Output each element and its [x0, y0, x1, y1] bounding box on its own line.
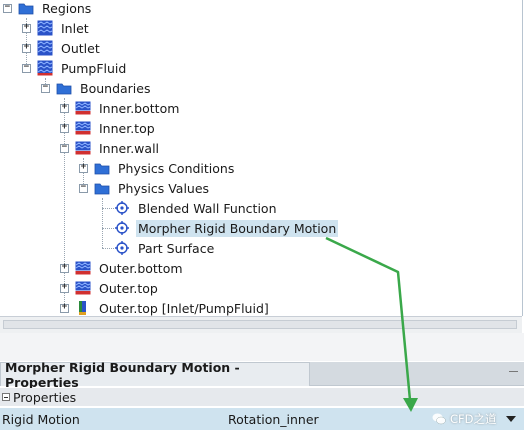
tree-node-morpher-rigid-boundary-motion[interactable]: Morpher Rigid Boundary Motion — [114, 218, 339, 238]
tree-node-outlet[interactable]: + Outlet — [22, 38, 102, 58]
expand-toggle[interactable]: + — [60, 122, 69, 133]
properties-header-bar — [310, 362, 524, 386]
tree-node-outer-top[interactable]: + Outer.top — [60, 278, 160, 298]
tree-label: Outer.top — [99, 280, 158, 296]
tree-node-inlet[interactable]: + Inlet — [22, 18, 91, 38]
tree-label: Outer.bottom — [99, 260, 183, 276]
tree-label: Part Surface — [138, 240, 215, 256]
expand-toggle[interactable]: + — [22, 42, 31, 53]
tree-label: Physics Conditions — [118, 160, 235, 176]
dropdown-arrow-icon[interactable] — [506, 416, 516, 422]
physics-value-icon — [115, 221, 129, 235]
property-value[interactable]: Rotation_inner — [228, 411, 319, 427]
physics-value-icon — [115, 201, 129, 215]
tree-label: Morpher Rigid Boundary Motion — [136, 219, 339, 237]
folder-icon — [94, 183, 110, 194]
tree-connector — [102, 248, 114, 249]
boundary-icon — [75, 261, 91, 275]
tree-label: PumpFluid — [61, 60, 127, 76]
simulation-tree: − Regions + Inlet + Outlet − PumpFluid −… — [3, 0, 523, 316]
property-row-rigid-motion[interactable]: Rigid Motion Rotation_inner — [0, 408, 524, 430]
tree-label: Inner.bottom — [99, 100, 180, 116]
tree-label: Blended Wall Function — [138, 200, 277, 216]
physics-value-icon — [115, 241, 129, 255]
interface-icon — [79, 301, 86, 315]
tree-node-blended-wall-function[interactable]: Blended Wall Function — [114, 198, 279, 218]
folder-icon — [18, 3, 34, 14]
tree-label: Inner.wall — [99, 140, 160, 156]
region-icon — [37, 20, 53, 36]
tree-label: Physics Values — [118, 180, 210, 196]
boundary-icon — [75, 121, 91, 135]
tree-node-boundaries[interactable]: − Boundaries — [41, 78, 152, 98]
tree-label: Regions — [42, 0, 92, 16]
boundary-icon — [75, 281, 91, 295]
collapse-toggle[interactable]: − — [41, 82, 50, 93]
folder-icon — [94, 163, 110, 174]
property-key: Rigid Motion — [2, 411, 80, 427]
tree-label: Inner.top — [99, 120, 155, 136]
tree-connector — [102, 228, 114, 229]
watermark-text: CFD之道 — [450, 412, 497, 426]
tree-node-regions[interactable]: − Regions — [3, 0, 93, 18]
watermark: CFD之道 — [432, 408, 497, 430]
collapse-icon[interactable] — [2, 393, 10, 401]
scrollbar-thumb[interactable] — [3, 320, 517, 329]
tree-node-outer-top-interface[interactable]: + Outer.top [Inlet/PumpFluid] — [60, 298, 271, 316]
tree-connector — [102, 208, 114, 209]
region-icon — [37, 60, 53, 76]
tree-node-inner-wall[interactable]: − Inner.wall — [60, 138, 161, 158]
boundary-icon — [75, 141, 91, 155]
wechat-icon — [432, 413, 446, 425]
tree-label: Outlet — [61, 40, 100, 56]
category-label: Properties — [13, 389, 77, 405]
tree-node-inner-bottom[interactable]: + Inner.bottom — [60, 98, 181, 118]
expand-toggle[interactable]: + — [60, 262, 69, 273]
tree-node-physics-conditions[interactable]: + Physics Conditions — [79, 158, 236, 178]
panel-separator — [0, 333, 524, 361]
tree-node-physics-values[interactable]: − Physics Values — [79, 178, 211, 198]
expand-toggle[interactable]: + — [79, 162, 88, 173]
tree-label: Outer.top [Inlet/PumpFluid] — [99, 300, 269, 316]
expand-toggle[interactable]: + — [60, 102, 69, 113]
properties-category[interactable]: Properties — [0, 388, 524, 406]
collapse-toggle[interactable]: − — [22, 62, 31, 73]
folder-icon — [56, 83, 72, 94]
tree-node-outer-bottom[interactable]: + Outer.bottom — [60, 258, 185, 278]
expand-toggle[interactable]: + — [60, 282, 69, 293]
collapse-toggle[interactable]: − — [79, 182, 88, 193]
properties-tab-title: Morpher Rigid Boundary Motion - Properti… — [5, 359, 240, 390]
expand-toggle[interactable]: + — [22, 22, 31, 33]
tree-label: Boundaries — [80, 80, 151, 96]
region-icon — [37, 40, 53, 56]
tree-connector — [83, 158, 84, 190]
expand-toggle[interactable]: + — [60, 302, 69, 313]
properties-tab[interactable]: Morpher Rigid Boundary Motion - Properti… — [0, 360, 310, 390]
tree-node-inner-top[interactable]: + Inner.top — [60, 118, 157, 138]
tree-connector — [102, 198, 103, 248]
tree-label: Inlet — [61, 20, 89, 36]
collapse-toggle[interactable]: − — [60, 142, 69, 153]
collapse-toggle[interactable]: − — [3, 2, 12, 13]
horizontal-scrollbar[interactable] — [0, 316, 522, 334]
tree-connector — [64, 98, 65, 310]
tree-node-part-surface[interactable]: Part Surface — [114, 238, 216, 258]
boundary-icon — [75, 101, 91, 115]
tree-node-pumpfluid[interactable]: − PumpFluid — [22, 58, 128, 78]
